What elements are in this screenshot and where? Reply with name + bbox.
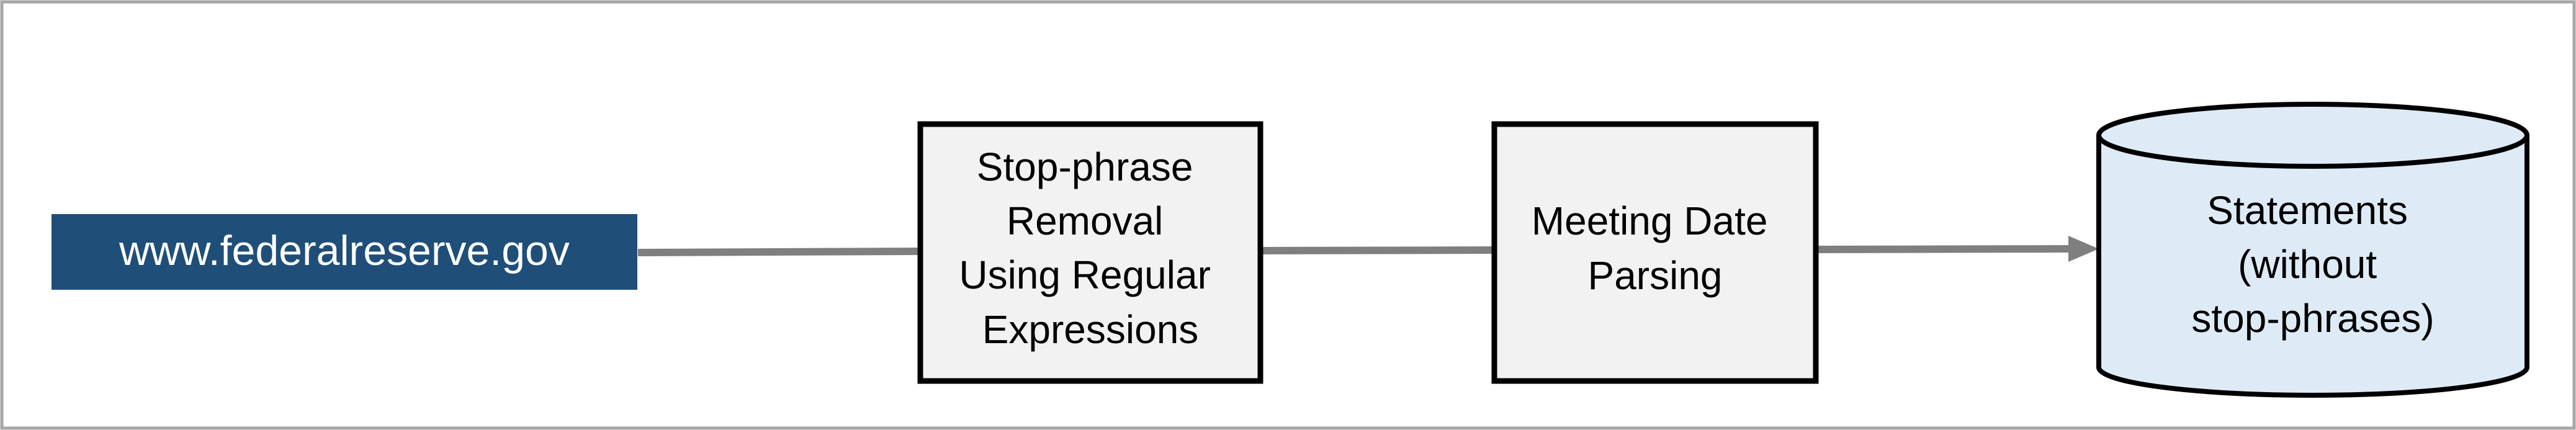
step-stop-phrase-removal: [917, 121, 1263, 384]
connector-source-to-step1: [637, 248, 921, 256]
source-node-label: www.federalreserve.gov: [119, 227, 570, 274]
step-meeting-date-parsing-label: Meeting Date Parsing: [1532, 199, 1779, 298]
arrowhead-icon: [2068, 236, 2099, 262]
output-database-label: Statements (without stop-phrases): [2191, 188, 2434, 341]
step-meeting-date-parsing: [1491, 121, 1819, 384]
database-body: [2096, 135, 2529, 398]
step-stop-phrase-removal-label: Stop-phrase Removal Using Regular Expres…: [959, 145, 1221, 352]
database-top: [2096, 102, 2529, 169]
output-database: [2096, 102, 2529, 398]
connector-step1-to-step2: [1260, 246, 1495, 254]
source-node: [52, 214, 637, 290]
